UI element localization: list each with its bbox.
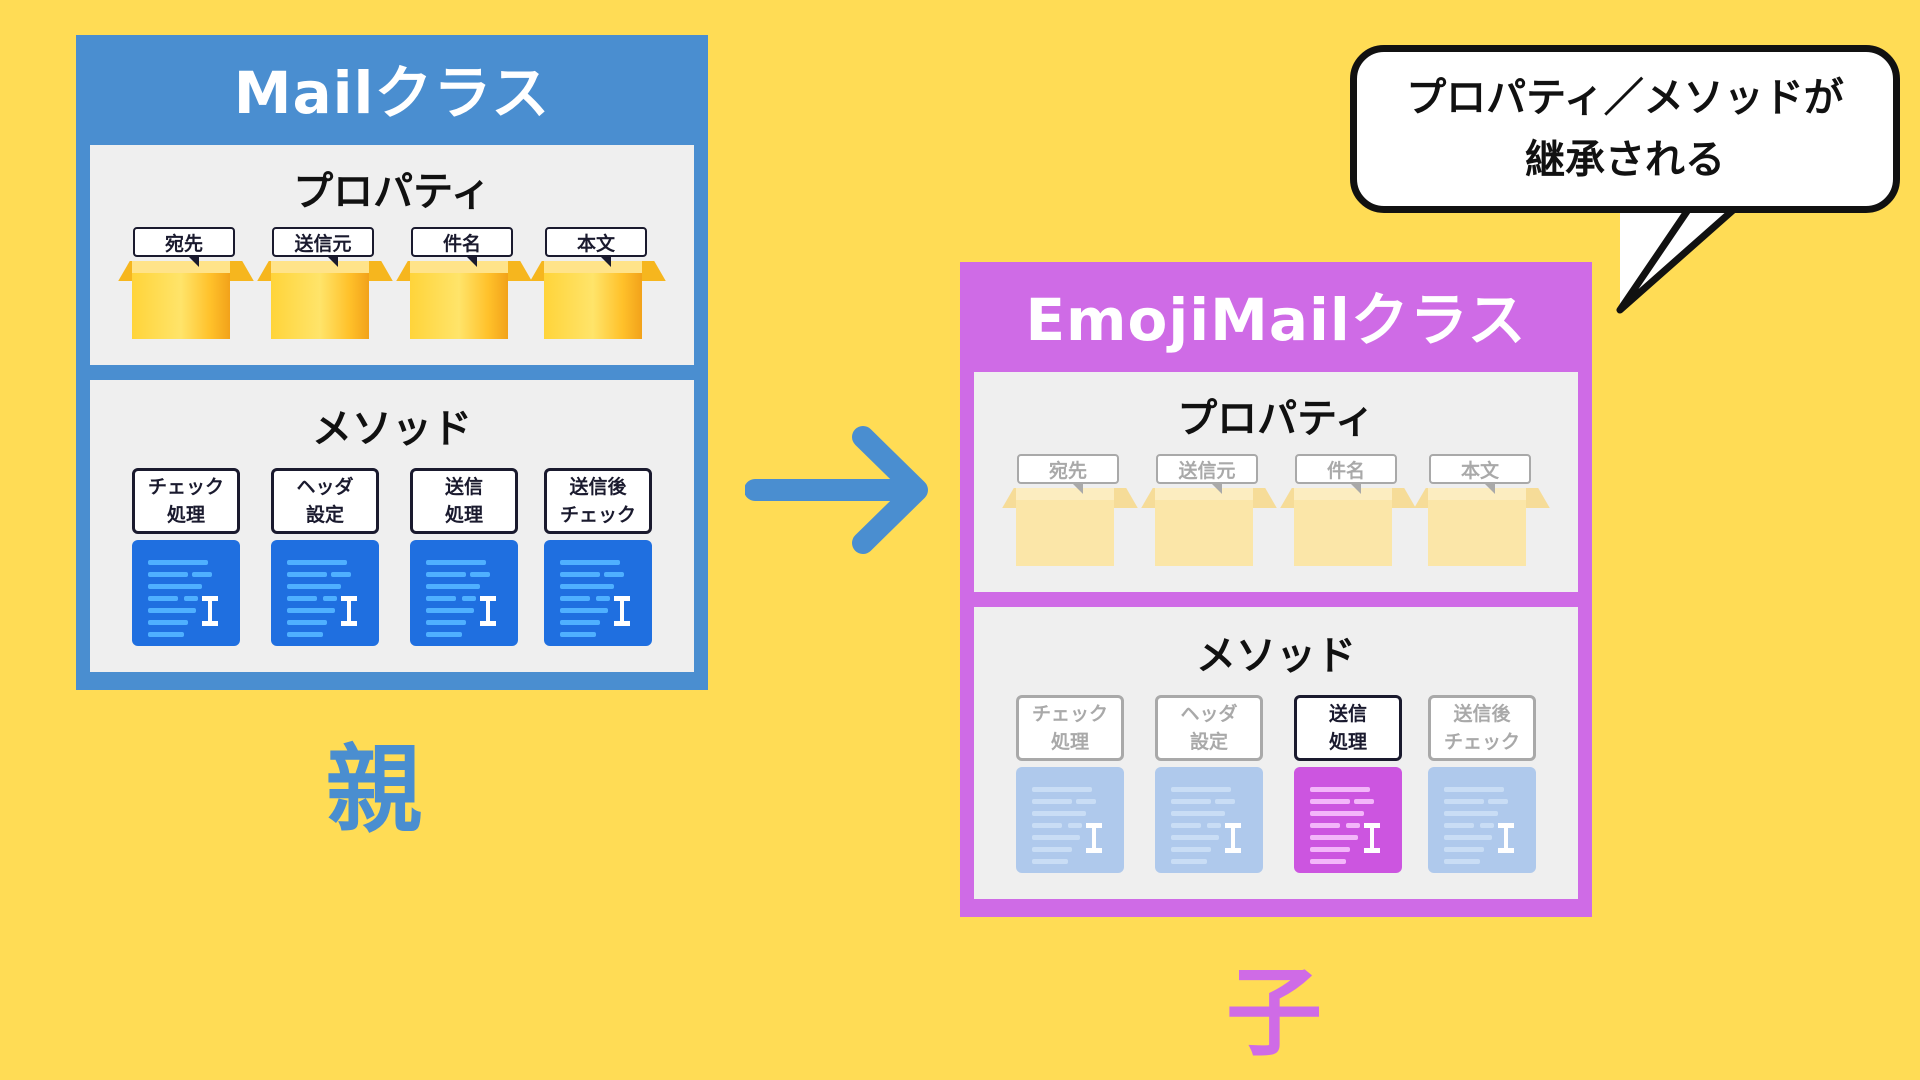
parent-role-label: 親 bbox=[326, 734, 422, 846]
child-methods-heading: メソッド bbox=[1196, 633, 1356, 679]
cardboard-box-icon bbox=[544, 273, 642, 339]
child-class-title: EmojiMailクラス bbox=[1025, 286, 1527, 354]
wrench-icon bbox=[614, 596, 630, 626]
cardboard-box-icon bbox=[1428, 500, 1526, 566]
wrench-icon bbox=[1086, 823, 1102, 853]
wrench-icon bbox=[1225, 823, 1241, 853]
method-label: チェック 処理 bbox=[132, 468, 240, 534]
code-document-icon bbox=[544, 540, 652, 646]
method-label: 送信 処理 bbox=[410, 468, 518, 534]
callout-tail bbox=[1616, 200, 1743, 314]
parent-methods-panel: メソッド チェック 処理 ヘッダ 設定 送信 処理 送信後 チ bbox=[90, 380, 694, 672]
method-label: ヘッダ 設定 bbox=[1155, 695, 1263, 761]
parent-properties-heading: プロパティ bbox=[293, 169, 491, 215]
wrench-icon bbox=[480, 596, 496, 626]
property-label: 送信元 bbox=[1156, 454, 1258, 494]
parent-methods-heading: メソッド bbox=[312, 406, 472, 452]
cardboard-box-icon bbox=[271, 273, 369, 339]
method-label: 送信後 チェック bbox=[544, 468, 652, 534]
method-label: 送信後 チェック bbox=[1428, 695, 1536, 761]
code-document-icon bbox=[1016, 767, 1124, 873]
code-document-icon bbox=[1294, 767, 1402, 873]
wrench-icon bbox=[1364, 823, 1380, 853]
property-label: 宛先 bbox=[133, 227, 235, 267]
inherited-property-item: 本文 bbox=[1414, 454, 1550, 566]
property-item: 本文 bbox=[530, 227, 666, 339]
code-document-icon bbox=[271, 540, 379, 646]
property-label: 宛先 bbox=[1017, 454, 1119, 494]
child-class-frame: EmojiMailクラス プロパティ 宛先 送信元 件名 本文 メ bbox=[960, 262, 1592, 917]
cardboard-box-icon bbox=[1155, 500, 1253, 566]
child-methods-panel: メソッド チェック 処理 ヘッダ 設定 送信 処理 送信後 チ bbox=[974, 607, 1578, 899]
inherited-method-item: ヘッダ 設定 bbox=[1155, 695, 1263, 873]
cardboard-box-icon bbox=[1294, 500, 1392, 566]
overridden-method-item: 送信 処理 bbox=[1294, 695, 1402, 873]
method-item: 送信後 チェック bbox=[544, 468, 652, 646]
property-label: 件名 bbox=[1295, 454, 1397, 494]
wrench-icon bbox=[1498, 823, 1514, 853]
child-properties-panel: プロパティ 宛先 送信元 件名 本文 bbox=[974, 372, 1578, 592]
wrench-icon bbox=[341, 596, 357, 626]
code-document-icon bbox=[1428, 767, 1536, 873]
child-role-label: 子 bbox=[1226, 957, 1322, 1069]
code-document-icon bbox=[132, 540, 240, 646]
property-item: 宛先 bbox=[118, 227, 254, 339]
wrench-icon bbox=[202, 596, 218, 626]
method-item: 送信 処理 bbox=[410, 468, 518, 646]
parent-class-frame: Mailクラス プロパティ 宛先 送信元 件名 本文 メソッド bbox=[76, 35, 708, 690]
method-label: ヘッダ 設定 bbox=[271, 468, 379, 534]
code-document-icon bbox=[410, 540, 518, 646]
method-label: チェック 処理 bbox=[1016, 695, 1124, 761]
property-label: 本文 bbox=[1429, 454, 1531, 494]
property-item: 送信元 bbox=[257, 227, 393, 339]
inherited-property-item: 送信元 bbox=[1141, 454, 1277, 566]
right-arrow-icon bbox=[745, 426, 928, 554]
property-label: 送信元 bbox=[272, 227, 374, 267]
property-item: 件名 bbox=[396, 227, 532, 339]
method-item: ヘッダ 設定 bbox=[271, 468, 379, 646]
property-label: 件名 bbox=[411, 227, 513, 267]
child-properties-heading: プロパティ bbox=[1177, 396, 1375, 442]
method-label: 送信 処理 bbox=[1294, 695, 1402, 761]
inherited-property-item: 宛先 bbox=[1002, 454, 1138, 566]
property-label: 本文 bbox=[545, 227, 647, 267]
inherited-property-item: 件名 bbox=[1280, 454, 1416, 566]
cardboard-box-icon bbox=[1016, 500, 1114, 566]
parent-class-title: Mailクラス bbox=[233, 59, 551, 127]
method-item: チェック 処理 bbox=[132, 468, 240, 646]
callout-line-2: 継承される bbox=[1525, 137, 1725, 183]
code-document-icon bbox=[1155, 767, 1263, 873]
parent-properties-panel: プロパティ 宛先 送信元 件名 本文 bbox=[90, 145, 694, 365]
inheritance-callout: プロパティ／メソッドが 継承される bbox=[1350, 45, 1900, 213]
inherited-method-item: 送信後 チェック bbox=[1428, 695, 1536, 873]
cardboard-box-icon bbox=[410, 273, 508, 339]
cardboard-box-icon bbox=[132, 273, 230, 339]
inherited-method-item: チェック 処理 bbox=[1016, 695, 1124, 873]
callout-line-1: プロパティ／メソッドが bbox=[1406, 75, 1844, 121]
